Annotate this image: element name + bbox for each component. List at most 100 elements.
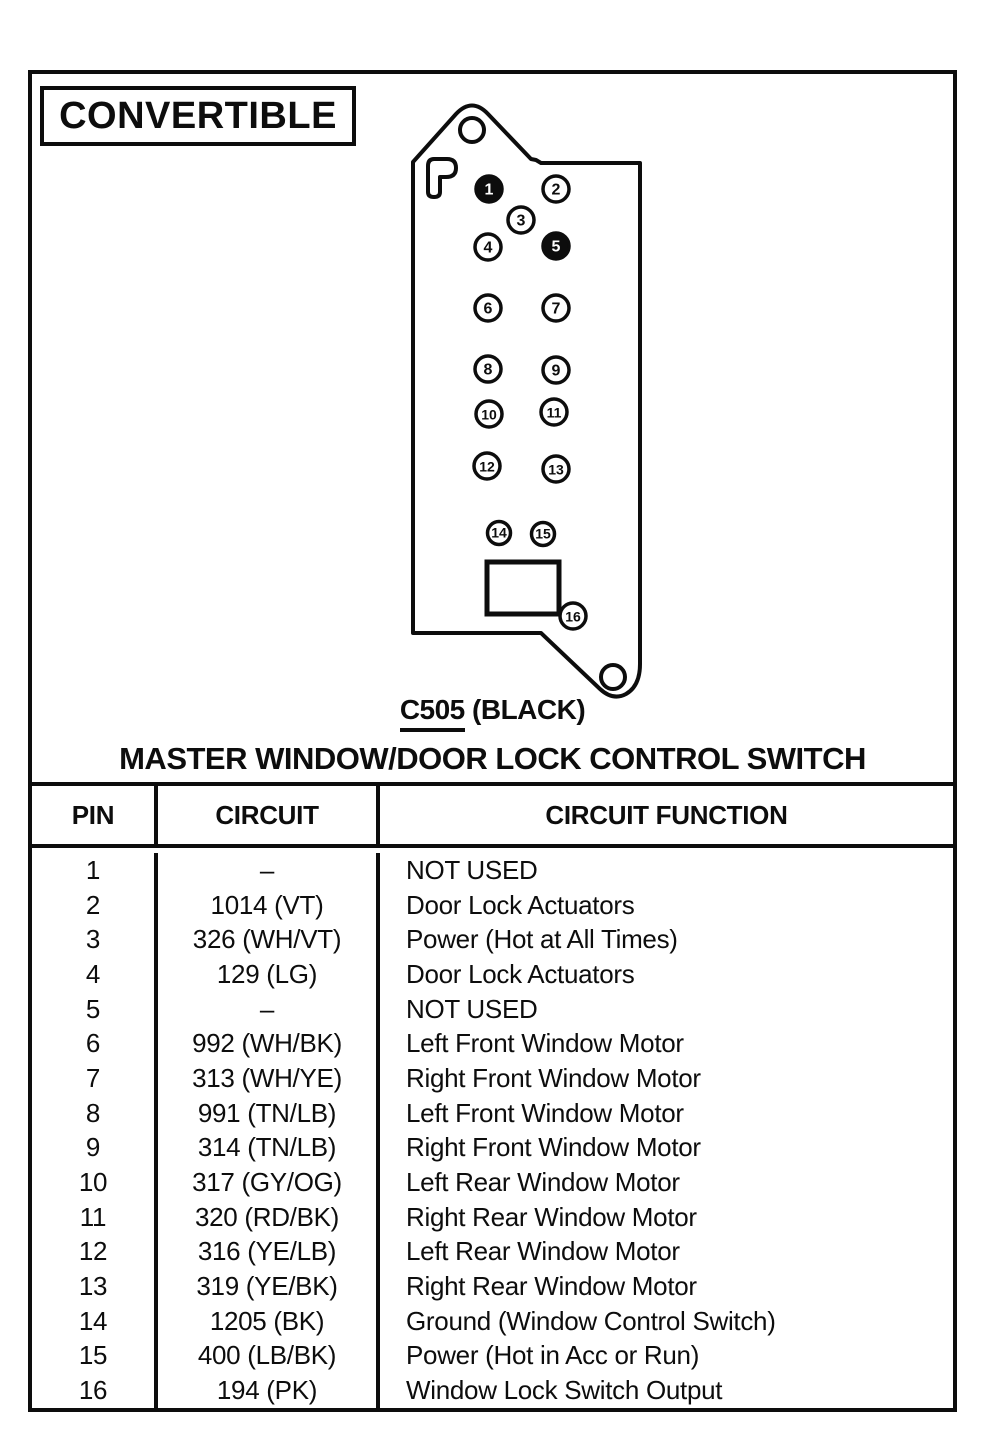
circuit-cell: 991 (TN/LB): [158, 1095, 380, 1131]
svg-text:6: 6: [484, 301, 493, 318]
pin-cell: 12: [32, 1234, 158, 1270]
circuit-cell: 314 (TN/LB): [158, 1130, 380, 1166]
connector-outline: [411, 103, 642, 699]
content-frame: [28, 70, 957, 1412]
pin-9: 9: [541, 355, 571, 385]
function-cell: Ground (Window Control Switch): [406, 1305, 776, 1336]
svg-text:14: 14: [491, 525, 507, 541]
pin-15: 15: [529, 520, 557, 548]
function-cell: Door Lock Actuators: [406, 889, 635, 920]
pin-cell: 1: [32, 853, 158, 888]
svg-text:13: 13: [548, 462, 564, 478]
svg-text:8: 8: [484, 362, 493, 379]
pin-cell: 8: [32, 1095, 158, 1131]
function-cell: Door Lock Actuators: [406, 958, 635, 989]
svg-text:11: 11: [547, 405, 562, 421]
function-cell: Right Front Window Motor: [406, 1132, 701, 1163]
connector-slot: [484, 559, 562, 617]
pin-cell: 11: [32, 1199, 158, 1235]
svg-text:16: 16: [565, 609, 581, 625]
mounting-hole-top-icon: [458, 116, 486, 144]
circuit-cell: 1205 (BK): [158, 1303, 380, 1339]
pin-1: 1: [474, 174, 504, 204]
page-title: MASTER WINDOW/DOOR LOCK CONTROL SWITCH: [119, 741, 866, 776]
pin-8: 8: [473, 354, 503, 384]
function-cell: NOT USED: [406, 854, 538, 885]
pin-2: 2: [541, 174, 571, 204]
pin-14: 14: [485, 519, 513, 547]
svg-text:12: 12: [479, 459, 495, 475]
pin-cell: 3: [32, 922, 158, 958]
circuit-cell: 319 (YE/BK): [158, 1269, 380, 1304]
column-header-circuit: CIRCUIT: [158, 786, 380, 844]
pin-cell: 10: [32, 1165, 158, 1200]
function-cell: Window Lock Switch Output: [406, 1375, 723, 1406]
svg-text:7: 7: [552, 301, 561, 318]
circuit-cell: 992 (WH/BK): [158, 1026, 380, 1062]
function-cell: Power (Hot in Acc or Run): [406, 1340, 700, 1371]
column-header-pin: PIN: [32, 786, 158, 844]
svg-text:5: 5: [552, 239, 561, 256]
pin-7: 7: [541, 293, 571, 323]
circuit-cell: 313 (WH/YE): [158, 1061, 380, 1096]
pin-12: 12: [472, 451, 502, 481]
function-cell: Left Rear Window Motor: [406, 1236, 680, 1267]
function-cell: Left Front Window Motor: [406, 1097, 684, 1128]
table-row: 1–NOT USED: [32, 853, 953, 888]
pin-cell: 9: [32, 1130, 158, 1166]
connector-color-label: (BLACK): [472, 694, 586, 725]
pin-cell: 16: [32, 1373, 158, 1408]
function-cell: Left Front Window Motor: [406, 1028, 684, 1059]
svg-text:3: 3: [517, 213, 526, 230]
pin-16: 16: [558, 601, 588, 631]
function-cell: NOT USED: [406, 993, 538, 1024]
connector-id-label: C505 (BLACK): [32, 694, 953, 732]
circuit-cell: 317 (GY/OG): [158, 1165, 380, 1200]
function-cell: Right Rear Window Motor: [406, 1271, 697, 1302]
variant-label: CONVERTIBLE: [59, 94, 337, 137]
svg-text:15: 15: [535, 526, 551, 542]
pin-cell: 4: [32, 957, 158, 992]
pin-13: 13: [541, 454, 571, 484]
variant-label-box: CONVERTIBLE: [40, 86, 356, 146]
circuit-cell: 194 (PK): [158, 1373, 380, 1408]
pin-cell: 13: [32, 1269, 158, 1304]
svg-text:1: 1: [485, 182, 494, 199]
pin-cell: 14: [32, 1303, 158, 1339]
mounting-hole-bottom-icon: [599, 663, 627, 691]
circuit-cell: –: [158, 853, 380, 888]
function-cell: Right Front Window Motor: [406, 1062, 701, 1093]
pin-3: 3: [506, 205, 536, 235]
svg-text:10: 10: [481, 407, 497, 423]
pin-cell: 2: [32, 887, 158, 923]
pin-cell: 5: [32, 991, 158, 1027]
function-cell: Power (Hot at All Times): [406, 924, 678, 955]
pin-cell: 15: [32, 1338, 158, 1374]
svg-text:2: 2: [552, 182, 561, 199]
pin-4: 4: [473, 232, 503, 262]
pin-5: 5: [541, 231, 571, 261]
circuit-cell: 129 (LG): [158, 957, 380, 992]
circuit-cell: 1014 (VT): [158, 887, 380, 923]
circuit-cell: –: [158, 991, 380, 1027]
pin-cell: 7: [32, 1061, 158, 1096]
circuit-cell: 326 (WH/VT): [158, 922, 380, 958]
pin-10: 10: [474, 399, 504, 429]
function-cell: Left Rear Window Motor: [406, 1167, 680, 1198]
connector-code: C505: [399, 694, 465, 732]
svg-text:9: 9: [552, 363, 561, 380]
